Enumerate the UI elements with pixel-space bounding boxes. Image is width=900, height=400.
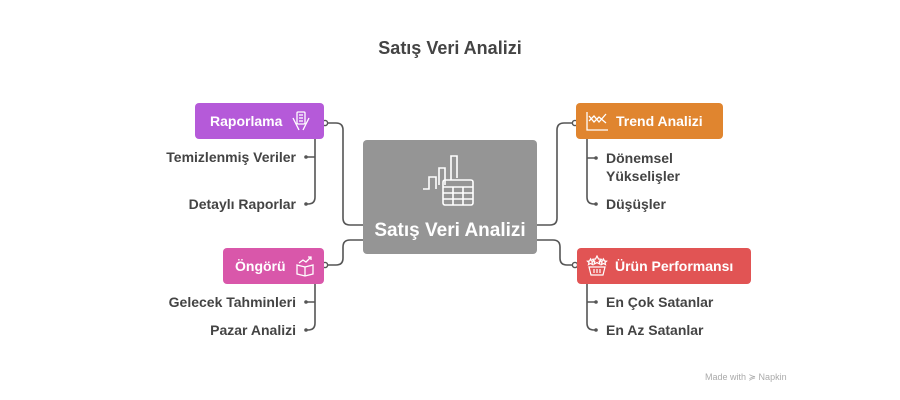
connector-raporlama bbox=[327, 122, 363, 226]
center-label: Satış Veri Analizi bbox=[374, 220, 526, 241]
diagram-title: Satış Veri Analizi bbox=[378, 38, 522, 58]
leaf-line-ongoru bbox=[306, 283, 316, 331]
node-label: Trend Analizi bbox=[616, 113, 703, 129]
line-chart-icon bbox=[586, 112, 608, 131]
node-urun[interactable]: Ürün Performansı bbox=[577, 248, 751, 284]
connector-urun bbox=[537, 239, 573, 266]
report-hands-icon bbox=[292, 111, 310, 131]
leaf-line-urun bbox=[586, 283, 596, 331]
leaf-line-trend bbox=[586, 139, 596, 205]
leaf-en-cok-satanlar: En Çok Satanlar bbox=[606, 294, 714, 310]
leaf-temizlenmis-veriler: Temizlenmiş Veriler bbox=[166, 149, 296, 165]
node-raporlama[interactable]: Raporlama bbox=[195, 103, 324, 139]
node-trend[interactable]: Trend Analizi bbox=[576, 103, 723, 139]
leaf-detayli-raporlar: Detaylı Raporlar bbox=[188, 196, 296, 212]
node-label: Öngörü bbox=[235, 258, 286, 274]
star-basket-icon bbox=[586, 255, 608, 276]
node-label: Ürün Performansı bbox=[615, 258, 734, 274]
leaf-donemsel-yukselisler: Dönemsel Yükselişler bbox=[606, 150, 680, 184]
center-node[interactable]: Satış Veri Analizi bbox=[363, 140, 537, 254]
node-ongoru[interactable]: Öngörü bbox=[223, 248, 324, 284]
leaf-dususler: Düşüşler bbox=[606, 196, 666, 212]
leaf-pazar-analizi: Pazar Analizi bbox=[210, 322, 296, 338]
connector-trend bbox=[537, 122, 573, 226]
leaf-en-az-satanlar: En Az Satanlar bbox=[606, 322, 704, 338]
node-label: Raporlama bbox=[210, 113, 283, 129]
chart-table-icon bbox=[423, 155, 474, 206]
box-growth-icon bbox=[295, 256, 314, 277]
leaf-gelecek-tahminleri: Gelecek Tahminleri bbox=[168, 294, 296, 310]
connector-ongoru bbox=[327, 239, 363, 266]
leaf-line-raporlama bbox=[306, 139, 316, 205]
napkin-watermark: Made with ≽ Napkin bbox=[705, 372, 787, 382]
